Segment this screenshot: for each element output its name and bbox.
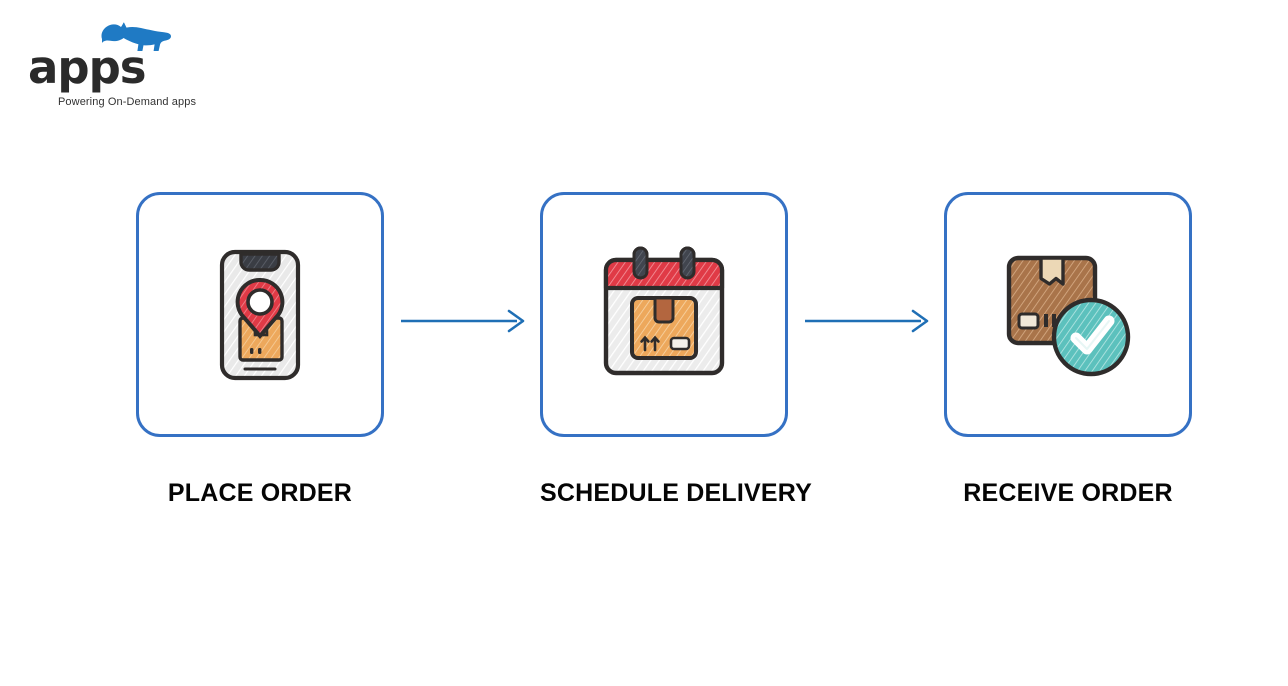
flow-step-schedule-delivery: SCHEDULE DELIVERY [540,192,812,508]
brand-wordmark: apps [28,41,147,94]
calendar-package-icon [589,240,739,390]
step-label-schedule-delivery: SCHEDULE DELIVERY [540,479,812,507]
step-card-schedule-delivery [540,192,788,437]
package-check-icon [993,240,1143,390]
flow-step-place-order: PLACE ORDER [136,192,384,508]
flow-step-receive-order: RECEIVE ORDER [944,192,1192,508]
arrow-right-icon [803,306,933,336]
smartphone-location-pin-package-icon [185,240,335,390]
arrow-right-icon [399,306,529,336]
step-label-receive-order: RECEIVE ORDER [963,479,1173,507]
brand-logo: apps Powering On-Demand apps [28,18,248,108]
rhino-icon [96,18,172,54]
step-label-place-order: PLACE ORDER [167,479,353,507]
step-card-receive-order [944,192,1192,437]
brand-tagline: Powering On-Demand apps [58,96,197,108]
step-card-place-order [136,192,384,437]
